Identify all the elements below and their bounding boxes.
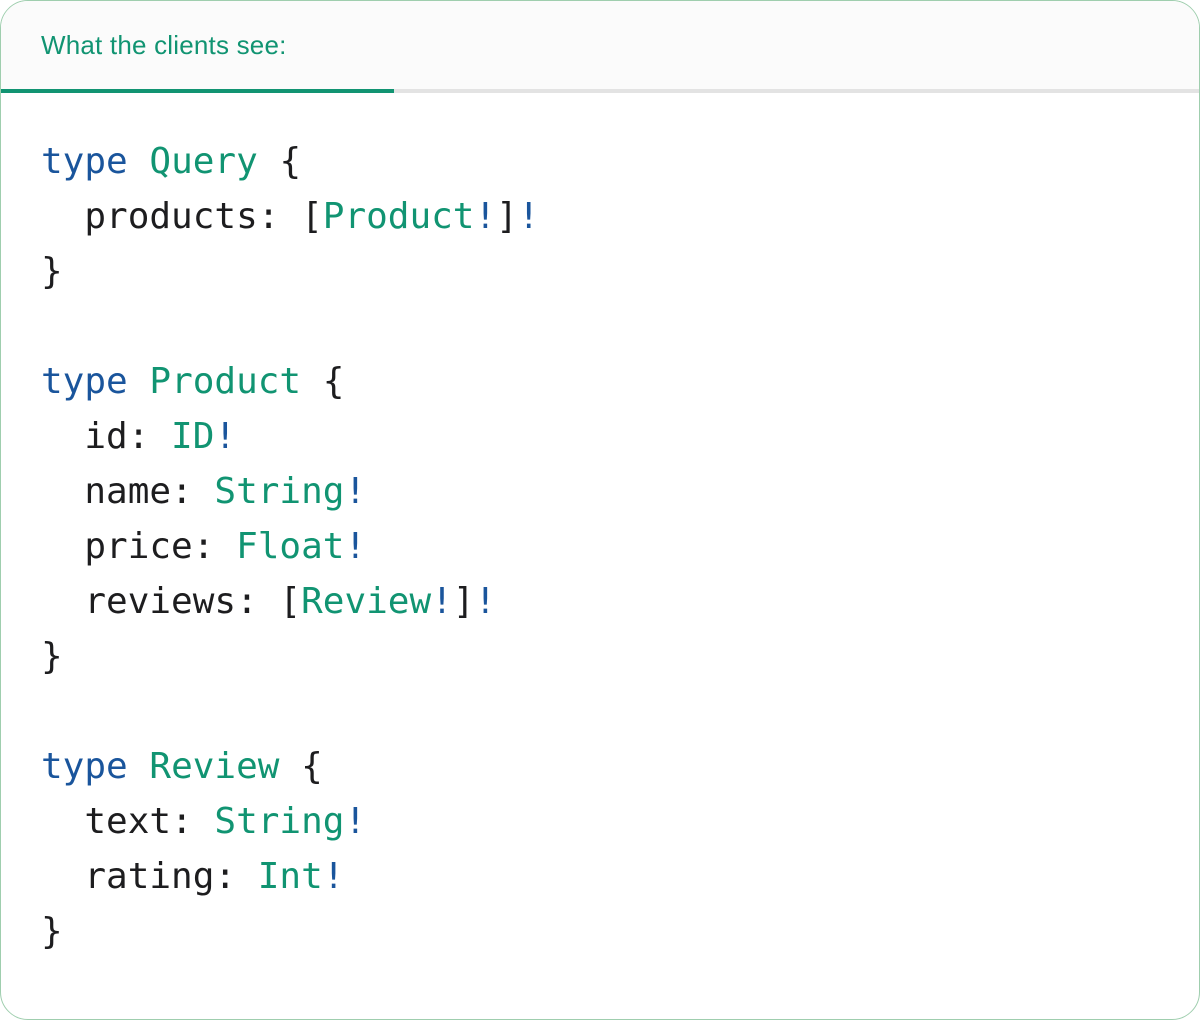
code-line: }	[41, 244, 1159, 299]
code-token: !	[517, 196, 540, 237]
code-line	[41, 299, 1159, 354]
code-token: price:	[41, 526, 237, 567]
code-token: rating:	[41, 856, 258, 897]
code-line: id: ID!	[41, 409, 1159, 464]
code-token: !	[344, 526, 367, 567]
code-token	[128, 361, 150, 402]
tab-what-clients-see[interactable]: What the clients see:	[1, 1, 394, 93]
code-token: Int	[257, 856, 323, 897]
code-token: ID	[171, 416, 215, 457]
code-token: String	[214, 471, 345, 512]
tab-bar: What the clients see:	[1, 1, 1199, 93]
code-token: text:	[41, 801, 215, 842]
code-token: !	[344, 471, 367, 512]
code-token: products: [	[41, 196, 323, 237]
code-token	[128, 141, 150, 182]
code-token: Product	[322, 196, 475, 237]
code-token: name:	[41, 471, 215, 512]
code-line: price: Float!	[41, 519, 1159, 574]
code-token: !	[474, 581, 497, 622]
code-line: text: String!	[41, 794, 1159, 849]
code-token: String	[214, 801, 345, 842]
code-token: type	[41, 141, 128, 182]
code-token: !	[474, 196, 497, 237]
code-token: }	[41, 911, 63, 952]
code-token: !	[431, 581, 453, 622]
code-token: type	[41, 361, 128, 402]
code-token	[128, 746, 150, 787]
code-token: Query	[149, 141, 258, 182]
code-token: ]	[496, 196, 518, 237]
code-line: name: String!	[41, 464, 1159, 519]
code-token: {	[301, 361, 345, 402]
code-token: {	[257, 141, 302, 182]
code-token: ]	[452, 581, 475, 622]
code-token: }	[41, 636, 63, 677]
code-line: products: [Product!]!	[41, 189, 1159, 244]
code-block: type Query { products: [Product!]!} type…	[1, 93, 1199, 959]
code-line: }	[41, 629, 1159, 684]
code-token: !	[344, 801, 367, 842]
code-token: type	[41, 746, 128, 787]
code-token: !	[322, 856, 345, 897]
code-token: Float	[236, 526, 345, 567]
code-line	[41, 684, 1159, 739]
code-line: type Review {	[41, 739, 1159, 794]
code-token: id:	[41, 416, 172, 457]
code-token: }	[41, 251, 63, 292]
code-token: {	[279, 746, 323, 787]
code-token: reviews: [	[41, 581, 302, 622]
code-token: !	[214, 416, 237, 457]
code-line: rating: Int!	[41, 849, 1159, 904]
code-line: reviews: [Review!]!	[41, 574, 1159, 629]
code-token: Product	[149, 361, 302, 402]
code-line: }	[41, 904, 1159, 959]
code-token: Review	[301, 581, 432, 622]
code-token: Review	[149, 746, 280, 787]
code-line: type Product {	[41, 354, 1159, 409]
code-line: type Query {	[41, 134, 1159, 189]
tab-label: What the clients see:	[41, 29, 287, 60]
